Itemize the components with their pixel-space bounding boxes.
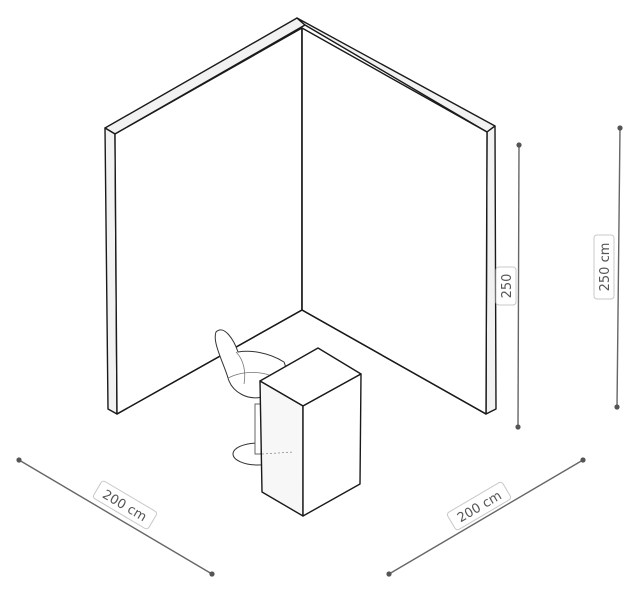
dimension-total-height: 250 cm — [593, 125, 623, 410]
corner-wall-right — [296, 17, 497, 415]
floor-outline — [116, 28, 487, 415]
counter — [259, 347, 362, 517]
dimension-right-width: 200 cm — [386, 457, 586, 577]
dimension-left-width: 200 cm — [16, 457, 215, 577]
corner-wall-left — [104, 17, 306, 415]
dimension-wall-height: 250 — [495, 142, 522, 430]
total-height-label: 250 cm — [598, 243, 613, 292]
wall-height-label: 250 — [500, 274, 515, 299]
